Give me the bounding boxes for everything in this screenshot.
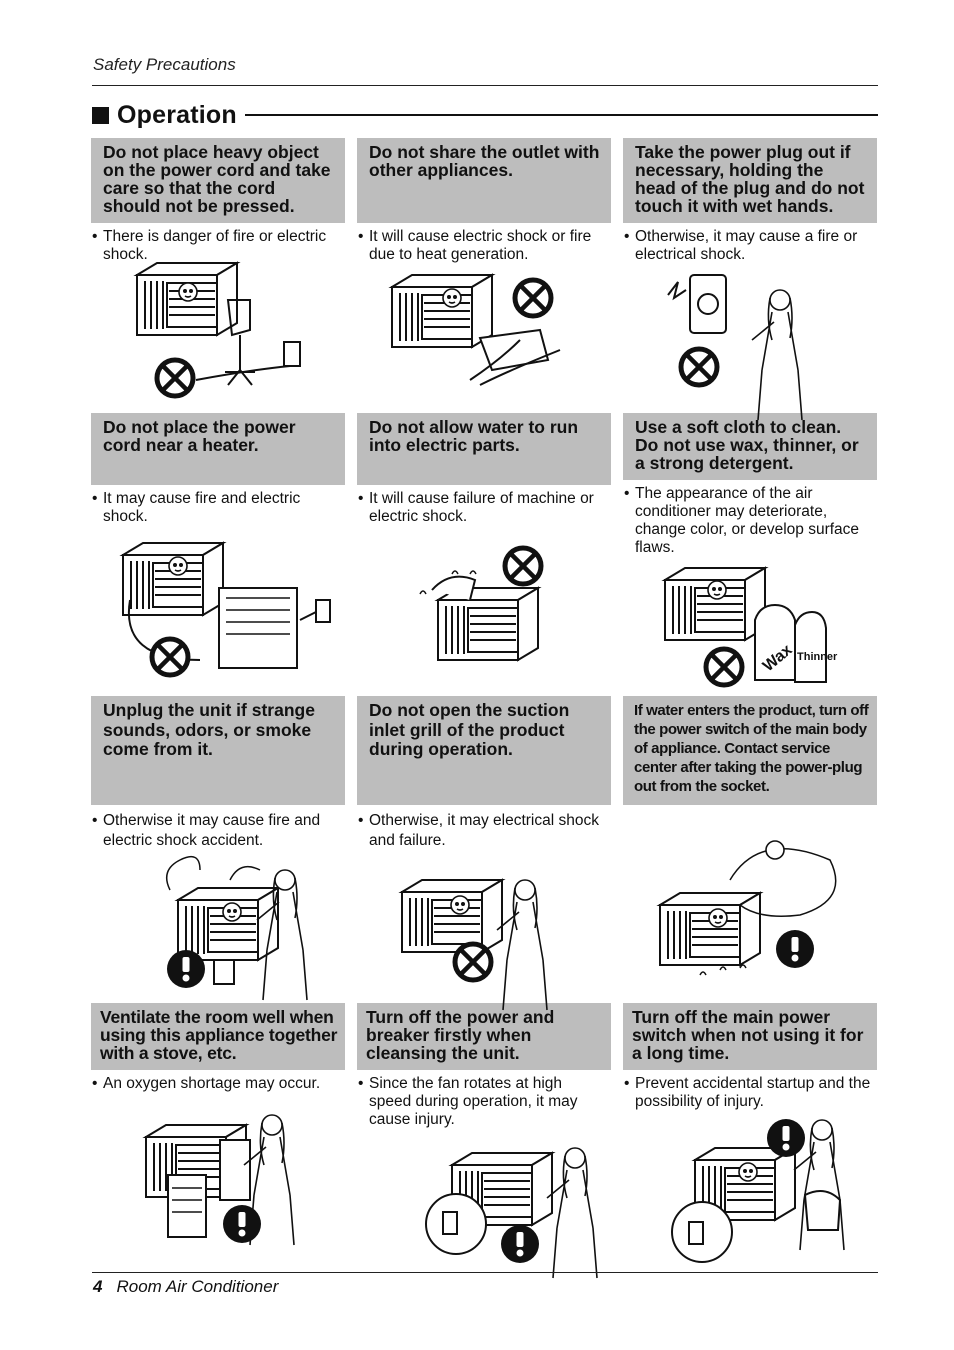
warning-note-text: It will cause failure of machine or elec… xyxy=(369,490,594,525)
footer-product: Room Air Conditioner xyxy=(116,1277,279,1296)
thinner-label: Thinner xyxy=(797,651,838,663)
warning-note: •An oxygen shortage may occur. xyxy=(92,1075,321,1092)
warning-heading: Unplug the unit if strange sounds, odors… xyxy=(91,696,345,805)
warning-note: •Prevent accidental startup and the poss… xyxy=(624,1075,871,1110)
warning-note: •Since the fan rotates at high speed dur… xyxy=(358,1075,578,1128)
warning-heading: Turn off the power and breaker firstly w… xyxy=(357,1003,611,1070)
warning-note: •It may cause fire and electric shock. xyxy=(92,490,301,525)
header-rule xyxy=(92,85,878,86)
warning-note-text: Otherwise it may cause fire and electric… xyxy=(103,812,321,849)
warning-heading: Turn off the main power switch when not … xyxy=(623,1003,877,1070)
warning-card-2: Do not share the outlet with other appli… xyxy=(357,138,611,264)
page-footer: 4 Room Air Conditioner xyxy=(93,1277,278,1297)
warning-note-text: The appearance of the air conditioner ma… xyxy=(635,485,860,556)
warning-note-text: Otherwise, it may cause a fire or electr… xyxy=(635,228,858,263)
warning-note-text: Since the fan rotates at high speed duri… xyxy=(369,1075,578,1128)
warning-note: •It will cause failure of machine or ele… xyxy=(358,490,594,525)
warning-note-text: An oxygen shortage may occur. xyxy=(103,1075,321,1092)
warning-card-4: Do not place the power cord near a heate… xyxy=(91,413,345,526)
illustration-heavy-object xyxy=(136,262,301,396)
warning-heading: Do not place the power cord near a heate… xyxy=(91,413,345,485)
warning-note-text: It may cause fire and electric shock. xyxy=(103,490,301,525)
warning-card-5: Do not allow water to run into electric … xyxy=(357,413,611,526)
warning-card-10: Ventilate the room well when using this … xyxy=(91,1003,345,1093)
warning-card-1: Do not place heavy object on the power c… xyxy=(91,138,345,264)
illustration-shared-outlet xyxy=(391,274,561,386)
title-square-icon xyxy=(92,106,109,124)
warning-note: •Otherwise it may cause fire and electri… xyxy=(92,812,321,849)
warning-note: •Otherwise, it may electrical shock and … xyxy=(358,812,599,849)
warning-heading: Do not allow water to run into electric … xyxy=(357,413,611,485)
illustration-stove xyxy=(145,1114,295,1246)
warning-note: •Otherwise, it may cause a fire or elect… xyxy=(624,228,858,263)
warning-heading: Take the power plug out if necessary, ho… xyxy=(623,138,877,223)
page-title: Operation xyxy=(117,100,237,129)
warning-card-8: Do not open the suction inlet grill of t… xyxy=(357,696,611,851)
warning-heading: If water enters the product, turn off th… xyxy=(623,696,877,805)
illustration-cleaning-agents: Wax Thinner xyxy=(664,567,838,685)
warning-card-11: Turn off the power and breaker firstly w… xyxy=(357,1003,611,1129)
warning-heading: Do not share the outlet with other appli… xyxy=(357,138,611,223)
illustration-suction-grill xyxy=(401,879,548,1011)
illustration-heater xyxy=(122,542,331,675)
section-title: Operation xyxy=(92,100,878,130)
illustration-main-power xyxy=(671,1119,845,1263)
warning-card-7: Unplug the unit if strange sounds, odors… xyxy=(91,696,345,851)
warning-heading: Do not place heavy object on the power c… xyxy=(91,138,345,223)
warning-card-9: If water enters the product, turn off th… xyxy=(623,696,877,805)
section-label: Safety Precautions xyxy=(93,55,236,74)
warning-heading: Use a soft cloth to clean. Do not use wa… xyxy=(623,413,877,480)
illustration-breaker xyxy=(425,1147,598,1279)
illustration-water xyxy=(419,548,541,661)
warning-note-text: There is danger of fire or electric shoc… xyxy=(103,228,327,263)
warning-note-text: Prevent accidental startup and the possi… xyxy=(635,1075,871,1110)
page-number: 4 xyxy=(93,1277,103,1296)
illustration-smoke xyxy=(165,855,308,1001)
warning-note: •There is danger of fire or electric sho… xyxy=(92,228,327,263)
warning-note: •It will cause electric shock or fire du… xyxy=(358,228,592,263)
title-rule xyxy=(244,114,878,116)
warning-heading: Do not open the suction inlet grill of t… xyxy=(357,696,611,805)
footer-rule xyxy=(92,1272,878,1273)
warning-note-text: Otherwise, it may electrical shock and f… xyxy=(369,812,599,849)
illustration-water-enters xyxy=(659,840,837,976)
illustration-wet-hands xyxy=(667,274,803,421)
warning-heading: Ventilate the room well when using this … xyxy=(91,1003,345,1070)
warning-card-12: Turn off the main power switch when not … xyxy=(623,1003,877,1111)
warning-note-text: It will cause electric shock or fire due… xyxy=(369,228,592,263)
warning-card-3: Take the power plug out if necessary, ho… xyxy=(623,138,877,264)
warning-card-6: Use a soft cloth to clean. Do not use wa… xyxy=(623,413,877,557)
warning-note: •The appearance of the air conditioner m… xyxy=(624,485,860,556)
